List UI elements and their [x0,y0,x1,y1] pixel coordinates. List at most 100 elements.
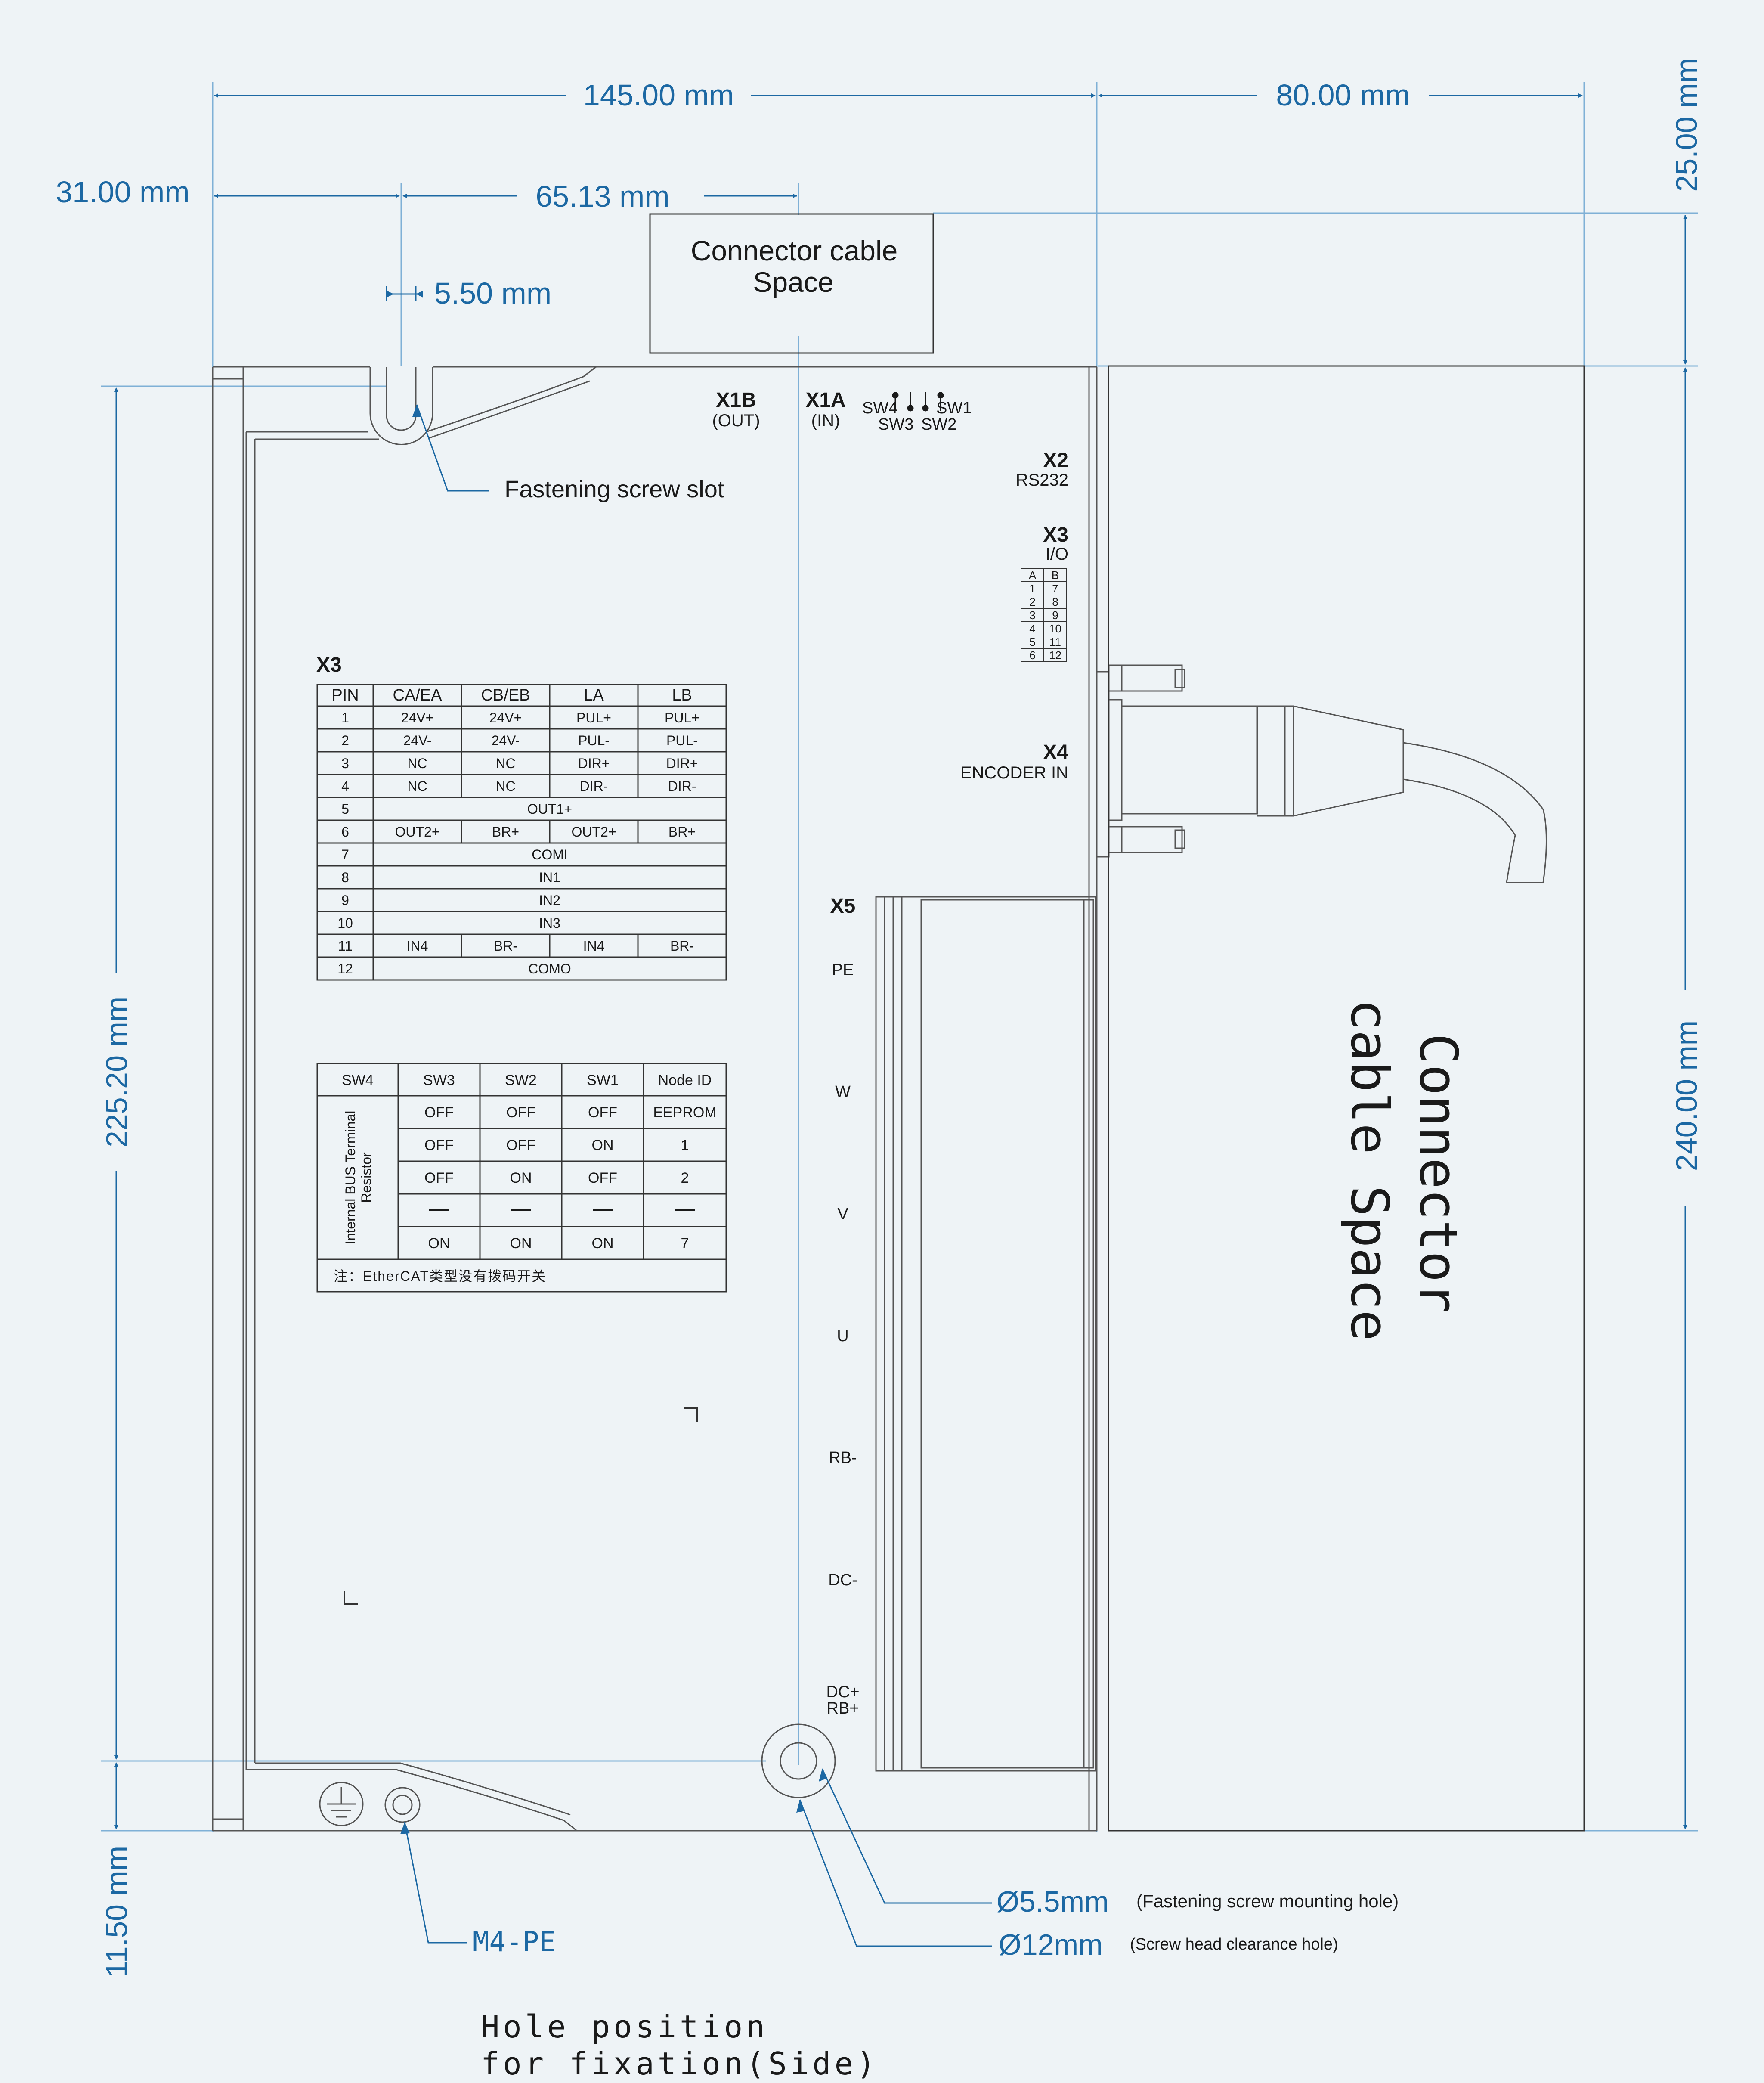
sw-row-cell: EEPROM [653,1104,716,1121]
io-grid-header: A [1029,569,1037,582]
x3-row-cell: OUT1+ [527,801,572,817]
sw-row-cell: 1 [681,1137,689,1153]
x3-row-cell: DIR+ [578,756,610,771]
sw-row-cell: ON [592,1235,614,1252]
x3-pin-number: 11 [338,938,352,954]
caption-line2: for fixation(Side) [481,2046,879,2082]
x3-pin-number: 4 [341,778,349,794]
x3-row-cell: 24V- [403,733,432,748]
ground-icon [319,1782,364,1826]
dim-side-width: 80.00 mm [1276,78,1410,112]
x5-pin-pe: PE [832,961,854,979]
io-grid-cell: 9 [1052,609,1058,622]
sw-row-cell: OFF [424,1170,454,1186]
x1b-sub: (OUT) [712,411,760,430]
x3-row-cell: 24V+ [489,710,522,725]
x3-row-cell: 24V+ [401,710,434,725]
hole-12-note: (Screw head clearance hole) [1130,1935,1338,1953]
x1a-sub: (IN) [811,411,840,430]
x3-row-cell: 24V- [492,733,520,748]
x3-pin-number: 8 [341,870,349,885]
io-grid-cell: 7 [1052,582,1058,595]
x3-pin-number: 9 [341,893,349,908]
x3-sub: I/O [1046,545,1068,564]
x3-pin-number: 10 [337,915,353,931]
x3-row-cell: NC [495,756,515,771]
sw-row-cell: OFF [588,1170,617,1186]
x3-pin-number: 5 [341,801,349,817]
x5-pin-dc: DC- [828,1571,857,1589]
x3-pin-number: 1 [341,710,349,725]
sw-row-cell: OFF [424,1104,454,1121]
x3-row-cell: DIR- [668,778,696,794]
corner-mark-bottom [344,1591,358,1605]
io-grid-cell: 5 [1029,635,1035,648]
x3-header-cell: LB [672,686,692,704]
hole-5-5-label: Ø5.5mm [997,1885,1109,1918]
x3-row-cell: BR+ [492,824,519,840]
x3-header-cell: CA/EA [393,686,442,704]
screw-slot-inner [386,367,417,431]
x3-header-cell: PIN [331,686,359,704]
connector-space-box-top [649,213,934,354]
x3-table-title: X3 [316,654,342,676]
x3-row-cell: NC [495,778,515,794]
dim-bottom-offset: 11.50 mm [100,1846,133,1978]
x3-row-cell: OUT2+ [395,824,439,840]
screw-slot-label: Fastening screw slot [504,475,724,502]
mounting-hole-outer [761,1723,836,1798]
x3-header-cell: LA [584,686,604,704]
x5-label: X5 [830,895,856,918]
x2-sub: RS232 [1016,471,1068,490]
sw-table-frame [316,1063,727,1293]
io-grid-cell: 6 [1029,649,1035,662]
io-grid-cell: 1 [1029,582,1035,595]
x5-pin-u: U [837,1327,848,1345]
sw-row-cell: OFF [424,1137,454,1153]
x3-row-cell: IN2 [539,893,560,908]
corner-mark-top [684,1407,698,1422]
x3-row-cell: DIR+ [666,756,698,771]
dim-left-offset: 31.00 mm [56,175,189,209]
x3-row-cell: OUT2+ [571,824,616,840]
x4-sub: ENCODER IN [960,763,1068,782]
connector-space-box-side [1108,365,1585,1832]
mounting-hole-inner [780,1742,817,1780]
sw-row-cell: OFF [506,1104,535,1121]
x3-row-cell: IN3 [539,915,560,931]
sw-row-cell: OFF [588,1104,617,1121]
caption-line1: Hole position [481,2009,768,2045]
m4-pe-label: M4-PE [473,1926,556,1958]
x3-pin-number: 6 [341,824,349,840]
sw2-label: SW2 [921,415,956,434]
screw-slot-outer [369,367,433,445]
x5-pin-w: W [835,1083,851,1101]
encoder-connector [1096,664,1547,883]
io-grid-cell: 8 [1052,595,1058,608]
io-grid-cell: 2 [1029,595,1035,608]
m4-pe-hole-outer [384,1787,421,1823]
dim-total-height: 240.00 mm [1670,1020,1703,1171]
x4-label: X4 [1043,741,1068,764]
sw-dash-cell: — [675,1197,695,1220]
sw-dash-cell: — [429,1197,449,1220]
x2-label: X2 [1043,449,1068,472]
io-grid-header: B [1052,569,1059,582]
x5-pin-rb: RB- [829,1449,857,1467]
x3-pin-number: 7 [341,847,349,862]
sw-table-note: 注：EtherCAT类型没有拨码开关 [334,1268,546,1284]
x3-pin-number: 3 [341,756,349,771]
x3-row-cell: IN4 [583,938,605,954]
x3-row-cell: NC [407,778,427,794]
x5-terminal-block [875,896,1096,1772]
x3-row-cell: PUL+ [576,710,611,725]
sw-row-cell: ON [428,1235,450,1252]
x3-table-frame [316,684,727,981]
dimension-lines [114,93,1687,1829]
x3-row-cell: COMO [528,961,571,976]
sw-row-cell: 2 [681,1170,689,1186]
